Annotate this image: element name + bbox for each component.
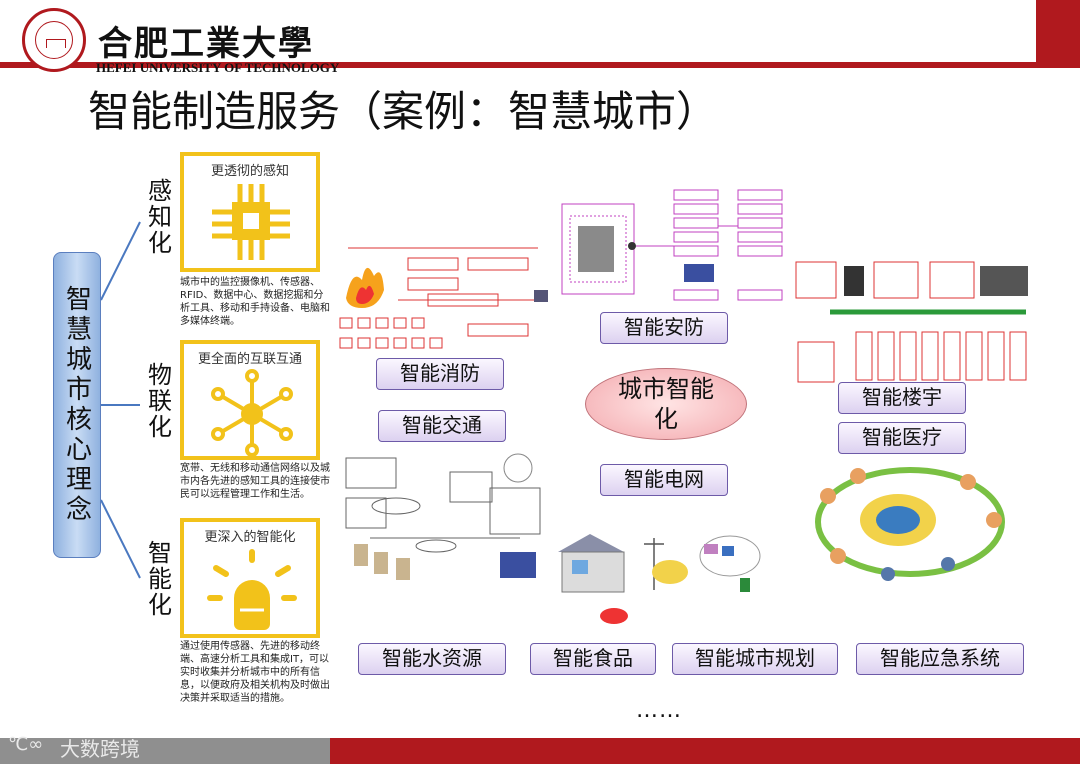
watermark-text: 大数跨境 <box>60 737 140 761</box>
more-ellipsis: …… <box>636 698 682 723</box>
core-concept: 智慧城市核心理念 <box>53 252 101 558</box>
header-red-block <box>1036 0 1080 62</box>
iot-box: 更全面的互联互通 <box>180 340 320 460</box>
header-red-bar <box>0 62 1080 68</box>
category-label: 物联化 <box>143 362 172 440</box>
logo-building <box>46 39 66 48</box>
footer-red-bar <box>330 738 1080 764</box>
medical-diagram <box>798 456 1030 590</box>
traffic-diagram <box>340 448 552 598</box>
grid-diagram <box>554 494 790 628</box>
logo-inner-ring <box>35 21 73 59</box>
intelligence-box: 更深入的智能化 <box>180 518 320 638</box>
page-title: 智能制造服务（案例：智慧城市） <box>88 87 719 136</box>
label-medical: 智能医疗 <box>838 422 966 454</box>
category-iot: 物联化 <box>140 362 176 452</box>
label-water: 智能水资源 <box>358 643 506 675</box>
university-logo <box>22 8 86 72</box>
perception-box: 更透彻的感知 <box>180 152 320 272</box>
network-icon <box>211 369 293 456</box>
intelligence-desc: 通过使用传感器、先进的移动终端、高速分析工具和集成IT，可以实时收集并分析城市中… <box>180 641 330 704</box>
fire-diagram <box>338 228 550 360</box>
box-title: 更深入的智能化 <box>204 530 296 545</box>
label-food: 智能食品 <box>530 643 656 675</box>
label-building: 智能楼宇 <box>838 382 966 414</box>
iot-desc: 宽带、无线和移动通信网络以及城市内各先进的感知工具的连接使市民可以远程管理工作和… <box>180 463 330 500</box>
label-grid: 智能电网 <box>600 464 728 496</box>
label-fire: 智能消防 <box>376 358 504 390</box>
box-title: 更透彻的感知 <box>210 164 289 179</box>
perception-desc: 城市中的监控摄像机、传感器、RFID、数据中心、数据挖掘和分析工具、移动和手持设… <box>180 277 330 327</box>
lightbulb-icon <box>207 549 297 630</box>
category-intelligence: 智能化 <box>140 540 176 630</box>
box-title: 更全面的互联互通 <box>197 352 302 367</box>
university-name-en: HEFEI UNIVERSITY OF TECHNOLOGY <box>96 60 340 75</box>
category-label: 智能化 <box>143 540 172 618</box>
label-planning: 智能城市规划 <box>672 643 838 675</box>
security-diagram <box>554 186 786 316</box>
label-traffic: 智能交通 <box>378 410 506 442</box>
university-name-cn: 合肥工業大學 <box>98 24 314 64</box>
chip-icon <box>212 184 290 260</box>
label-emergency: 智能应急系统 <box>856 643 1024 675</box>
category-label: 感知化 <box>143 178 172 256</box>
building-diagram <box>790 252 1032 384</box>
watermark-logo-icon: ℃∞ <box>8 734 44 755</box>
center-oval: 城市智能化 <box>585 368 747 440</box>
core-concept-text: 智慧城市核心理念 <box>61 285 92 525</box>
category-perception: 感知化 <box>140 178 176 268</box>
footer-grey-bar <box>0 738 330 764</box>
label-security: 智能安防 <box>600 312 728 344</box>
